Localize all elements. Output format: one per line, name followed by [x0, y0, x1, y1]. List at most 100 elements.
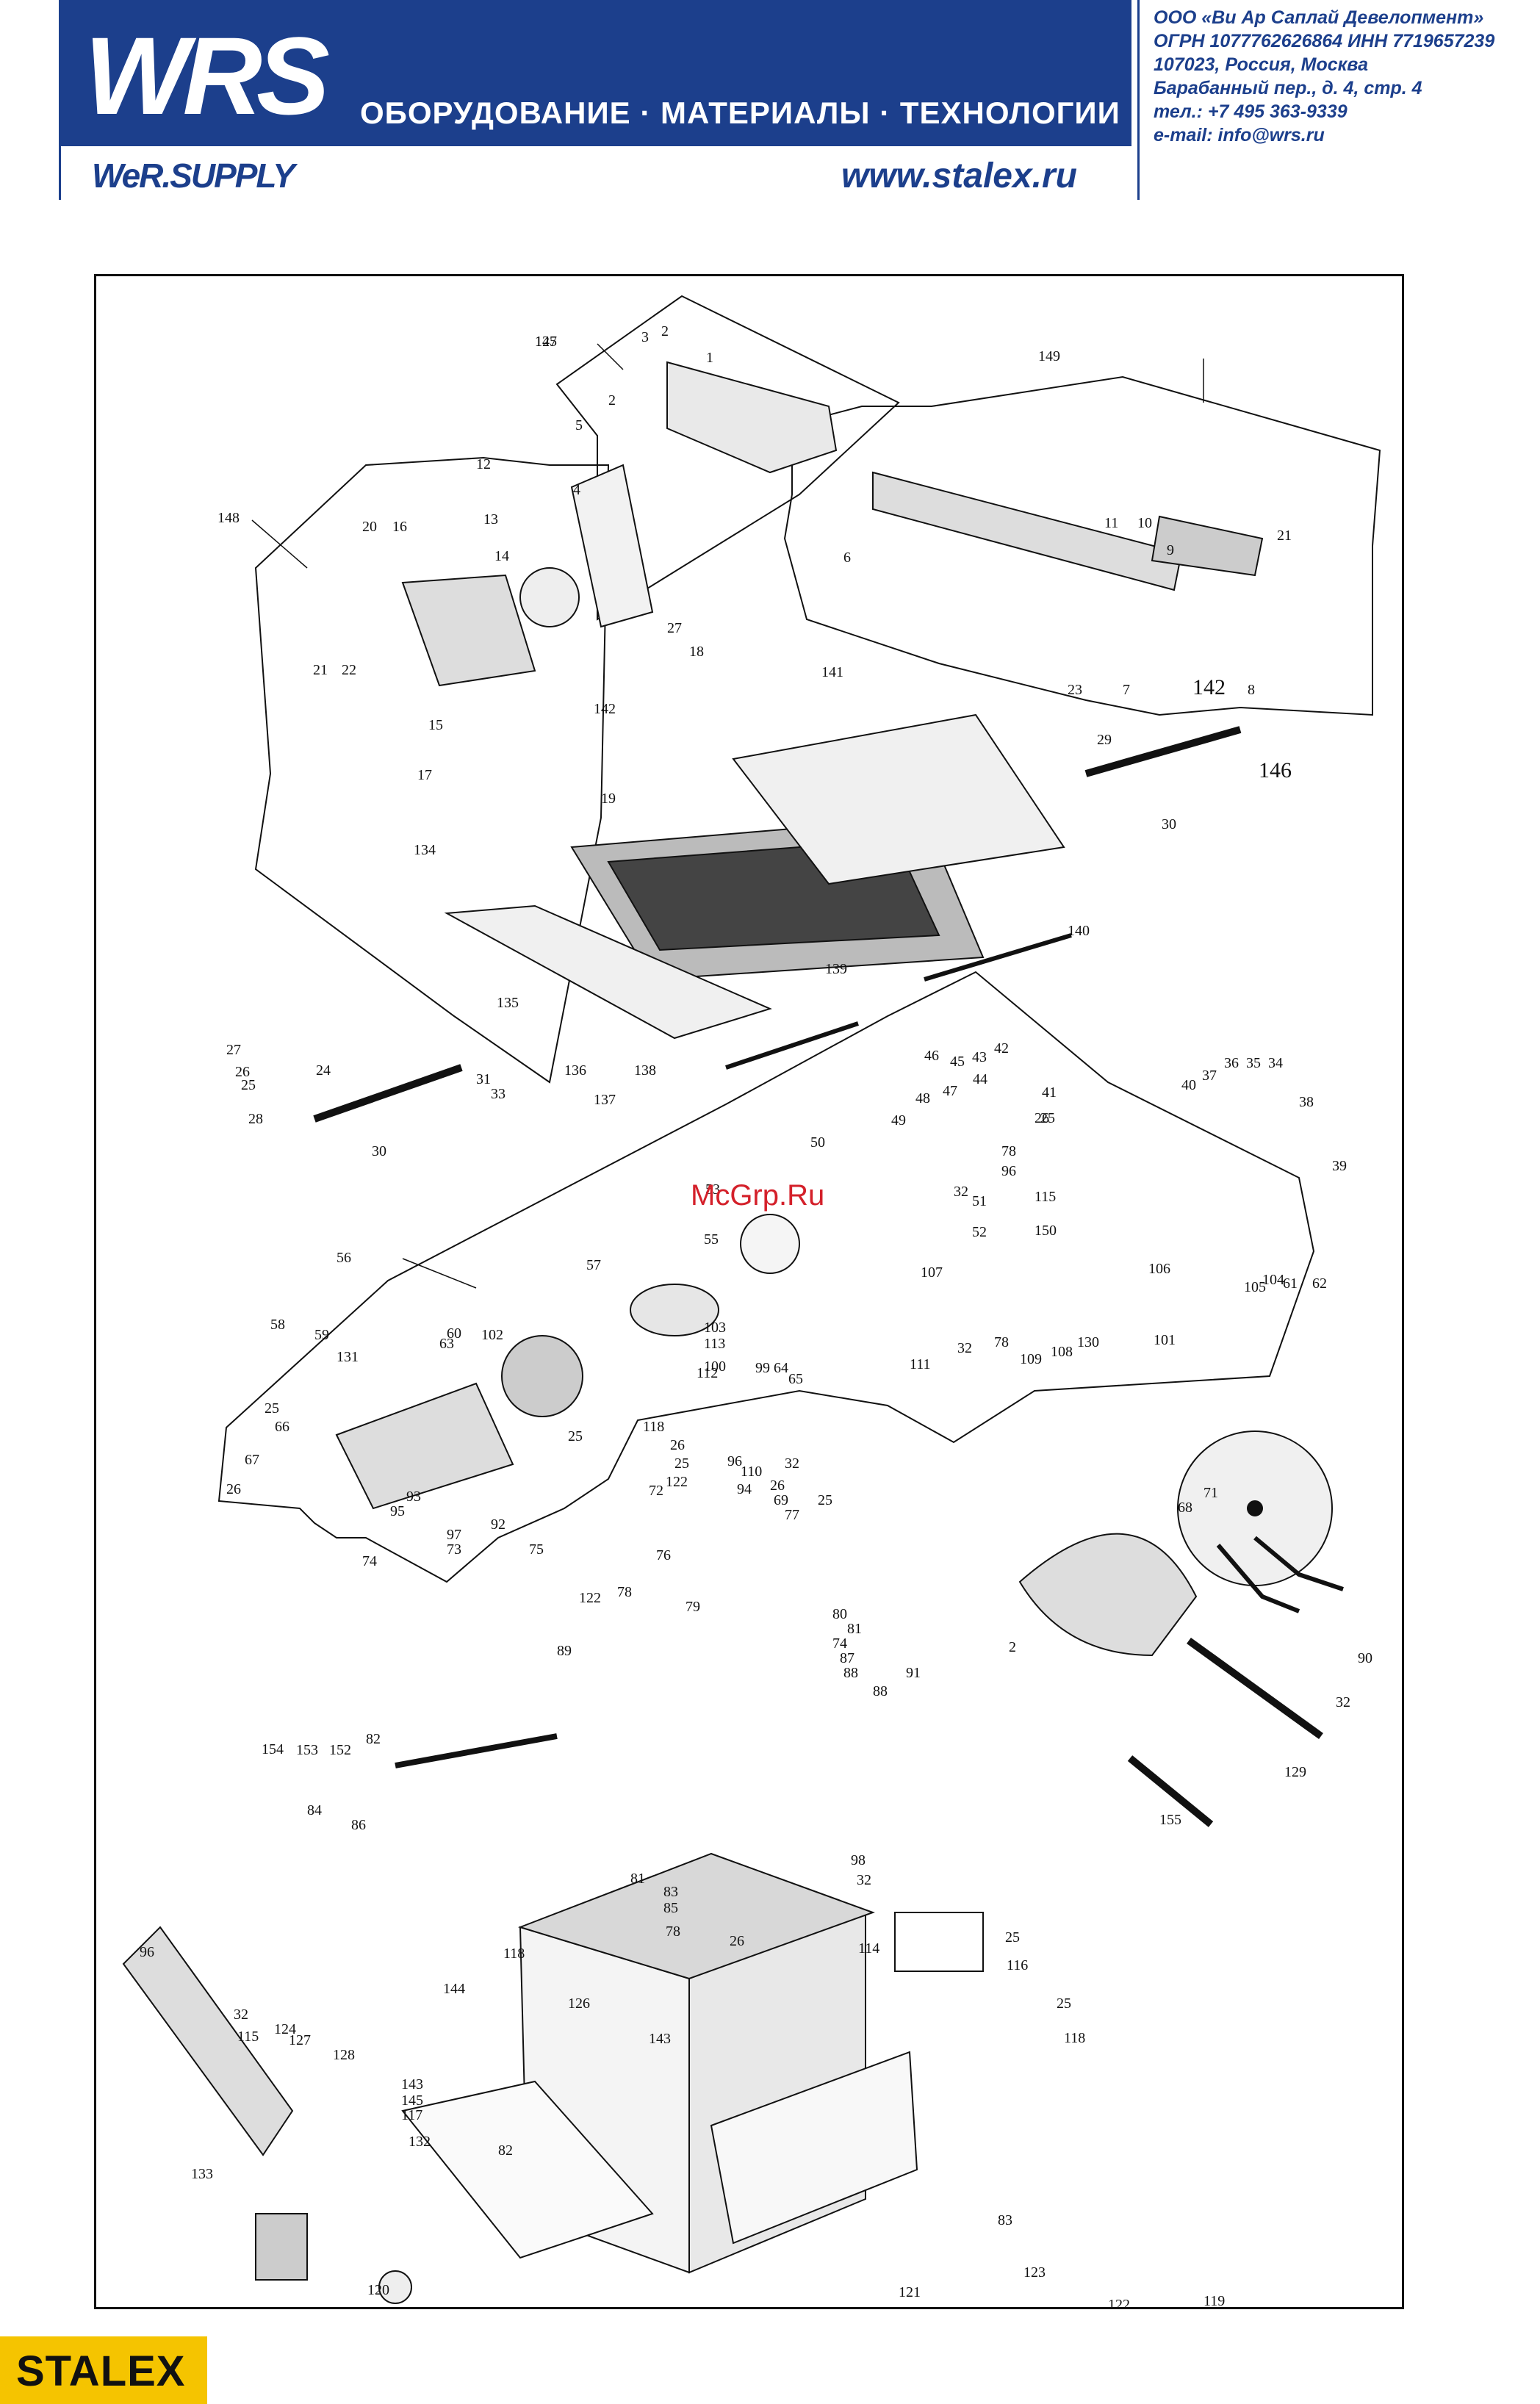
rail-140 [924, 933, 1072, 982]
callout-label: 134 [414, 842, 436, 858]
callout-label: 29 [1097, 732, 1112, 748]
group-outline-148 [254, 456, 610, 1084]
callout-label: 2 [1009, 1639, 1016, 1655]
callout-label: 145 [401, 2092, 423, 2109]
brand-logo[interactable]: WRS [84, 14, 330, 137]
callout-label: 121 [899, 2284, 921, 2300]
callout-label: 82 [366, 1731, 381, 1747]
callout-label: 61 [1283, 1275, 1298, 1292]
hex-key-155 [1253, 1536, 1344, 1591]
callout-label: 67 [245, 1452, 259, 1468]
callout-label: 26 [235, 1064, 250, 1080]
callout-label: 3 [641, 329, 649, 345]
label-plate [894, 1912, 984, 1972]
callout-label: 83 [998, 2212, 1012, 2228]
lower-blade-guard [1018, 1533, 1198, 1657]
callout-label: 114 [858, 1940, 879, 1957]
callout-label: 103 [704, 1320, 726, 1336]
callout-label: 129 [1284, 1764, 1306, 1780]
callout-label: 99 [755, 1360, 770, 1376]
footer-logo[interactable]: STALEX [0, 2336, 207, 2404]
callout-label: 30 [372, 1143, 386, 1159]
callout-label: 94 [737, 1481, 752, 1497]
callout-label: 98 [851, 1852, 866, 1868]
callout-label: 100 [704, 1358, 726, 1375]
callout-label: 25 [818, 1492, 832, 1508]
callout-label: 46 [924, 1048, 939, 1064]
callout-label: 32 [1336, 1694, 1350, 1710]
callout-label: 118 [1064, 2030, 1085, 2046]
callout-label: 4 [573, 482, 580, 498]
callout-label: 126 [568, 1995, 590, 2012]
riving-knife [570, 464, 654, 628]
callout-label: 147 [535, 334, 557, 350]
callout-label: 118 [503, 1946, 525, 1962]
callout-label: 43 [972, 1049, 987, 1065]
leader-147 [597, 343, 624, 370]
callout-label: 104 [1262, 1272, 1284, 1288]
callout-label: 26 [1035, 1110, 1049, 1126]
website-link[interactable]: www.stalex.ru [841, 156, 1077, 195]
callout-label: 60 [447, 1325, 461, 1342]
callout-label: 12 [476, 456, 491, 472]
watermark: McGrp.Ru [691, 1179, 825, 1212]
callout-label: 115 [1035, 1189, 1056, 1205]
callout-label: 155 [1159, 1812, 1181, 1828]
callout-label: 78 [666, 1923, 680, 1940]
rip-fence [872, 471, 1183, 591]
motor-housing [335, 1382, 514, 1510]
callout-label: 93 [406, 1489, 421, 1505]
leader-148 [251, 519, 308, 569]
callout-label: 32 [857, 1872, 871, 1888]
callout-label: 55 [704, 1231, 719, 1248]
callout-label: 35 [1246, 1055, 1261, 1071]
callout-label: 26 [770, 1478, 785, 1494]
callout-label: 141 [821, 664, 843, 680]
company-line: ООО «Ви Ар Саплай Девелопмент» [1154, 7, 1484, 28]
header-divider [59, 144, 1131, 146]
callout-label: 23 [1068, 682, 1082, 698]
callout-label: 72 [649, 1483, 663, 1499]
callout-label: 20 [362, 519, 377, 535]
callout-label: 68 [1178, 1500, 1192, 1516]
callout-label: 128 [333, 2047, 355, 2063]
callout-label: 45 [950, 1054, 965, 1070]
callout-label: 88 [873, 1683, 888, 1699]
footer-logo-text: STALEX [16, 2347, 186, 2395]
callout-label: 32 [234, 2007, 248, 2023]
callout-label: 18 [689, 644, 704, 660]
callout-label: 142 [594, 701, 616, 717]
motor-armature [630, 1284, 719, 1336]
callout-label: 13 [483, 511, 498, 528]
callout-label: 122 [579, 1590, 601, 1606]
callout-label: 138 [634, 1062, 656, 1079]
blade-arbor [1247, 1500, 1263, 1516]
callout-label: 26 [226, 1481, 241, 1497]
callout-label: 107 [921, 1264, 943, 1281]
callout-label: 69 [774, 1492, 788, 1508]
callout-label: 96 [140, 1944, 154, 1960]
callout-label: 140 [1068, 923, 1090, 939]
group-outline-149 [783, 375, 1381, 716]
callout-label: 26 [730, 1933, 744, 1949]
callout-label: 106 [1148, 1261, 1170, 1277]
callout-label: 154 [262, 1741, 284, 1757]
callout-label: 79 [686, 1599, 700, 1615]
callout-label: 102 [481, 1327, 503, 1343]
callout-label: 91 [906, 1665, 921, 1681]
group-outline-150 [217, 971, 1315, 1583]
company-email[interactable]: e-mail: info@wrs.ru [1154, 125, 1325, 145]
callout-label: 2 [608, 392, 616, 409]
callout-label: 82 [498, 2142, 513, 2159]
callout-label: 96 [1001, 1163, 1016, 1179]
company-info: ООО «Ви Ар Саплай Девелопмент» ОГРН 1077… [1154, 6, 1536, 147]
callout-label: 105 [1244, 1279, 1266, 1295]
callout-label: 32 [957, 1340, 972, 1356]
callout-label: 110 [741, 1464, 762, 1480]
callout-label: 83 [663, 1884, 678, 1900]
callout-label: 84 [307, 1802, 322, 1818]
callout-label: 9 [1167, 542, 1174, 558]
callout-label: 48 [915, 1090, 930, 1106]
bottom-plate [401, 2080, 654, 2259]
guard-body [666, 361, 838, 474]
